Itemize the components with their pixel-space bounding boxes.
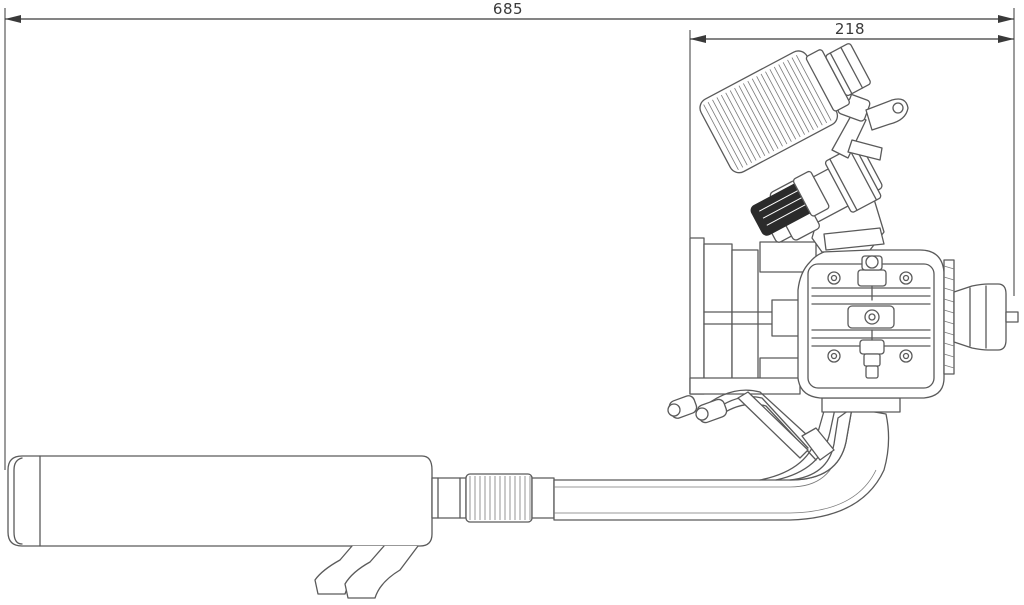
dimension-engine-length: 218 [689,20,1014,245]
carburetor-barrel [750,170,830,236]
filter-pleat [778,64,814,131]
flywheel-mark [943,364,955,369]
engine-length-label: 218 [835,20,865,38]
ignition-connector-1 [667,395,698,419]
flywheel-mark [943,309,955,314]
filter-pleat [787,59,823,126]
exhaust-coupler [465,473,555,523]
spark-plug-top [857,255,887,301]
muffler [7,455,467,599]
exhaust-header-pipe [553,397,901,521]
filter-pleat [703,104,739,171]
spark-plug-bottom [859,329,885,379]
flywheel-mark [943,342,955,347]
filter-pleat [716,97,752,163]
filter-pleat [773,66,810,133]
filter-pleat [796,55,832,121]
ignition-connector-2 [695,398,728,424]
filter-pleat [747,80,783,147]
filter-pleat [720,94,757,161]
ignition-leads [667,389,835,461]
filter-pleat [791,57,828,124]
filter-pleat [707,101,744,168]
flywheel-mark [943,298,955,303]
air-filter [699,43,871,174]
filter-pleat [756,76,792,142]
flywheel-mark [943,331,955,336]
flywheel-mark [943,287,955,292]
flywheel-mark [943,353,955,358]
filter-pleat [729,90,766,156]
filter-pleat [743,83,779,149]
filter-pleat [738,85,775,152]
filter-pleat [751,78,788,145]
flywheel-mark [943,320,955,325]
filter-pleat [725,92,761,159]
filter-pleat [782,62,819,128]
engine-mount [689,237,817,395]
flywheel-mark [943,265,955,270]
engine-cylinder [797,249,945,399]
dimension-overall-length: 685 [4,0,1015,470]
filter-pleat [765,71,801,138]
overall-length-label: 685 [493,0,523,18]
filter-pleat [760,73,797,140]
filter-pleat [712,99,748,166]
prop-hub [943,259,1019,375]
filter-pleat [769,69,805,135]
filter-pleat [734,87,770,154]
flywheel-mark [943,276,955,281]
